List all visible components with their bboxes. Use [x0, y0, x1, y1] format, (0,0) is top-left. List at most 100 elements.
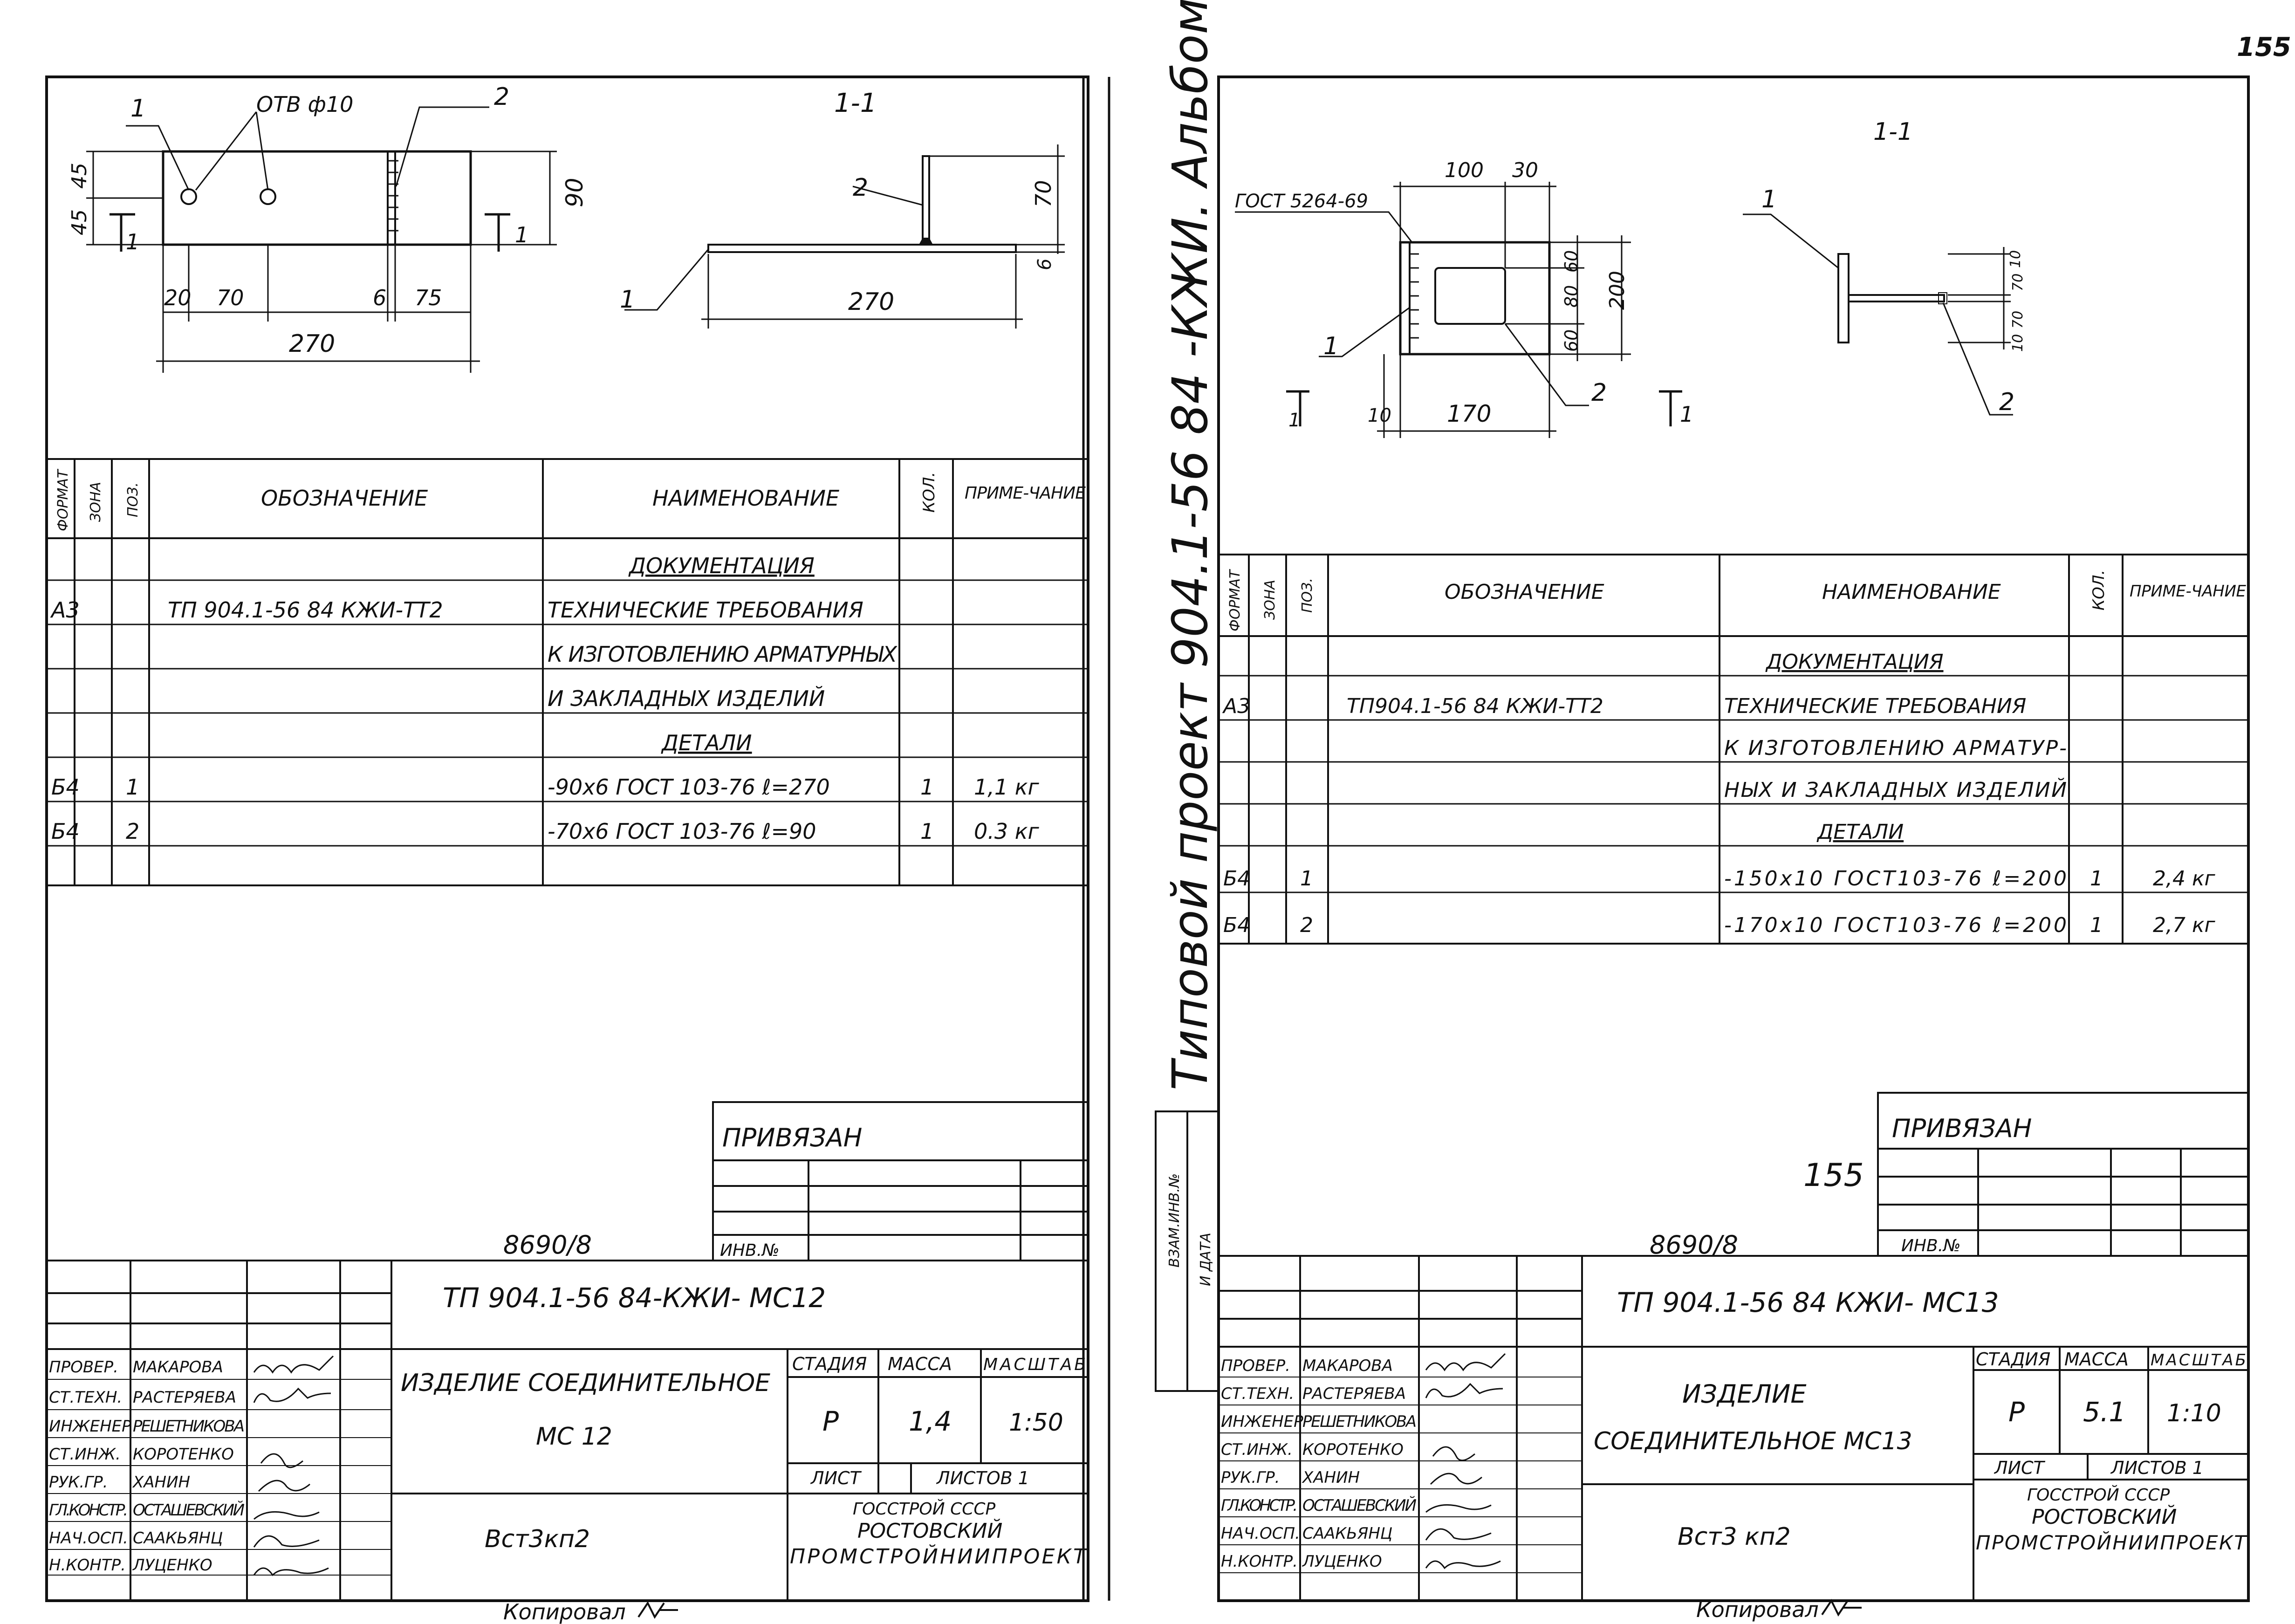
r-row1-name: ТЕХНИЧЕСКИЕ ТРЕБОВАНИЯ [1724, 694, 2026, 718]
left-spec-table: ФОРМАТ ЗОНА ПОЗ. ОБОЗНАЧЕНИЕ НАИМЕНОВАНИ… [47, 458, 1088, 886]
stage-header: СТАДИЯ [792, 1354, 867, 1374]
row2-name: К ИЗГОТОВЛЕНИЮ АРМАТУРНЫХ [548, 642, 897, 667]
row6-name: -70х6 ГОСТ 103-76 ℓ=90 [548, 819, 816, 844]
role-7: Н.КОНТР. [49, 1556, 126, 1575]
page-number: 155 [2237, 32, 2291, 62]
r-sdim-70a: 70 [2010, 274, 2026, 291]
left-title-line2: МС 12 [536, 1423, 612, 1451]
r-row-details: ДЕТАЛИ [1816, 820, 1904, 844]
r-section-mark-a: 1 [1288, 410, 1300, 431]
dim-70: 70 [217, 285, 244, 310]
row1-name: ТЕХНИЧЕСКИЕ ТРЕБОВАНИЯ [548, 597, 863, 623]
dim-90: 90 [561, 178, 588, 207]
row1-format: А3 [50, 597, 80, 623]
role-1: СТ.ТЕХН. [49, 1388, 122, 1407]
r-row5-note: 2,4 кг [2153, 867, 2216, 891]
right-num-155: 155 [1803, 1157, 1864, 1194]
hdr-name: НАИМЕНОВАНИЕ [652, 486, 839, 511]
r-name-6: СААКЬЯНЦ [1302, 1524, 1392, 1543]
right-archive-no: 8690/8 [1650, 1230, 1738, 1260]
r-row3-name: НЫХ И ЗАКЛАДНЫХ ИЗДЕЛИЙ [1724, 777, 2067, 802]
r-section-callout-2: 2 [1999, 388, 2014, 416]
r-name-3: КОРОТЕНКО [1302, 1440, 1404, 1459]
section-dim-270: 270 [848, 288, 894, 316]
r-org-line1: ГОССТРОЙ СССР [2027, 1485, 2170, 1505]
right-frame [1217, 75, 2250, 1602]
section-callout-2: 2 [853, 174, 868, 202]
r-row1-designation: ТП904.1-56 84 КЖИ-ТТ2 [1347, 694, 1603, 718]
left-sheet: 1 ОТВ ф10 2 1 1 45 45 90 20 [45, 75, 1089, 1624]
sheets-label: ЛИСТОВ 1 [936, 1468, 1029, 1488]
r-row2-name: К ИЗГОТОВЛЕНИЮ АРМАТУР- [1724, 736, 2067, 760]
r-role-7: Н.КОНТР. [1221, 1552, 1298, 1571]
r-row-documentation: ДОКУМЕНТАЦИЯ [1765, 650, 1944, 674]
gost-label: ГОСТ 5264-69 [1235, 191, 1368, 212]
r-sdim-10b: 10 [2010, 334, 2026, 352]
left-inv-no: ИНВ.№ [720, 1241, 780, 1260]
org-line1: ГОССТРОЙ СССР [853, 1499, 995, 1519]
r-row1-format: А3 [1222, 694, 1250, 718]
r-dim-10: 10 [1368, 405, 1391, 426]
r-dim-170: 170 [1447, 400, 1491, 427]
sheet-label: ЛИСТ [810, 1468, 862, 1488]
r-dim-80: 80 [1561, 285, 1582, 308]
right-material: Вст3 кп2 [1678, 1523, 1791, 1551]
right-sheet: ГОСТ 5264-69 1 2 1 1 [1217, 75, 2250, 1622]
name-3: КОРОТЕНКО [133, 1445, 234, 1464]
r-row6-qty: 1 [2090, 913, 2103, 937]
r-role-2: ИНЖЕНЕР [1221, 1412, 1303, 1431]
r-dim-60: 60 [1561, 250, 1582, 273]
section-mark-b: 1 [515, 222, 528, 247]
row-details: ДЕТАЛИ [661, 730, 752, 755]
r-role-5: ГЛ.КОНСТР. [1221, 1496, 1298, 1515]
right-spec-table: ФОРМАТ ЗОНА ПОЗ. ОБОЗНАЧЕНИЕ НАИМЕНОВАНИ… [1219, 554, 2248, 945]
right-signatures [1425, 1353, 1506, 1569]
name-1: РАСТЕРЯЕВА [133, 1388, 236, 1407]
hdr-pos: ПОЗ. [125, 482, 141, 517]
row5-format: Б4 [51, 774, 80, 800]
dim-45a: 45 [68, 163, 91, 189]
r-dim-100: 100 [1445, 158, 1484, 182]
dim-75: 75 [415, 285, 442, 310]
row6-pos: 2 [126, 819, 139, 844]
r-hdr-format: ФОРМАТ [1227, 569, 1243, 631]
r-hdr-zone: ЗОНА [1262, 580, 1278, 620]
left-frame [45, 75, 1089, 1602]
r-org-line3: ПРОМСТРОЙНИИПРОЕКТ [1976, 1531, 2247, 1554]
left-material: Вст3кп2 [485, 1525, 590, 1553]
dim-270: 270 [289, 330, 335, 358]
name-7: ЛУЦЕНКО [132, 1556, 212, 1575]
r-name-7: ЛУЦЕНКО [1302, 1552, 1382, 1571]
r-section-mark-b: 1 [1680, 402, 1693, 427]
left-plan-view: 1 ОТВ ф10 2 1 1 45 45 90 20 [68, 83, 588, 373]
r-section-callout-1: 1 [1761, 185, 1777, 213]
r-role-4: РУК.ГР. [1221, 1468, 1280, 1487]
callout-hole: ОТВ ф10 [256, 92, 353, 117]
r-scale-value: 1:10 [2167, 1399, 2221, 1427]
r-name-2: РЕШЕТНИКОВА [1302, 1412, 1417, 1431]
hdr-zone: ЗОНА [88, 482, 104, 522]
row5-qty: 1 [920, 774, 934, 800]
row6-format: Б4 [51, 819, 80, 844]
left-archive-no: 8690/8 [503, 1230, 592, 1260]
r-hdr-pos: ПОЗ. [1299, 578, 1315, 613]
right-title-line1: ИЗДЕЛИЕ [1682, 1379, 1807, 1409]
org-line3: ПРОМСТРОЙНИИПРОЕКТ [790, 1544, 1087, 1569]
r-name-1: РАСТЕРЯЕВА [1302, 1384, 1406, 1403]
r-stage-value: Р [2008, 1396, 2025, 1428]
r-hdr-name: НАИМЕНОВАНИЕ [1822, 580, 2001, 604]
stage-value: Р [822, 1405, 839, 1437]
name-5: ОСТАШЕВСКИЙ [133, 1501, 245, 1520]
name-4: ХАНИН [132, 1473, 190, 1492]
right-copied: Копировал [1696, 1597, 1819, 1622]
r-dim-200: 200 [1605, 271, 1629, 310]
side-col-date: И ДАТА [1198, 1233, 1214, 1286]
row5-name: -90х6 ГОСТ 103-76 ℓ=270 [548, 774, 830, 800]
r-role-1: СТ.ТЕХН. [1221, 1384, 1294, 1403]
r-mass-header: МАССА [2064, 1349, 2129, 1370]
scale-header: МАСШТАБ [983, 1355, 1086, 1374]
row5-note: 1,1 кг [974, 774, 1040, 800]
right-section-view: 1-1 1 2 10 70 70 10 [1743, 118, 2026, 416]
name-0: МАКАРОВА [133, 1358, 223, 1377]
r-dim-60b: 60 [1561, 329, 1582, 352]
